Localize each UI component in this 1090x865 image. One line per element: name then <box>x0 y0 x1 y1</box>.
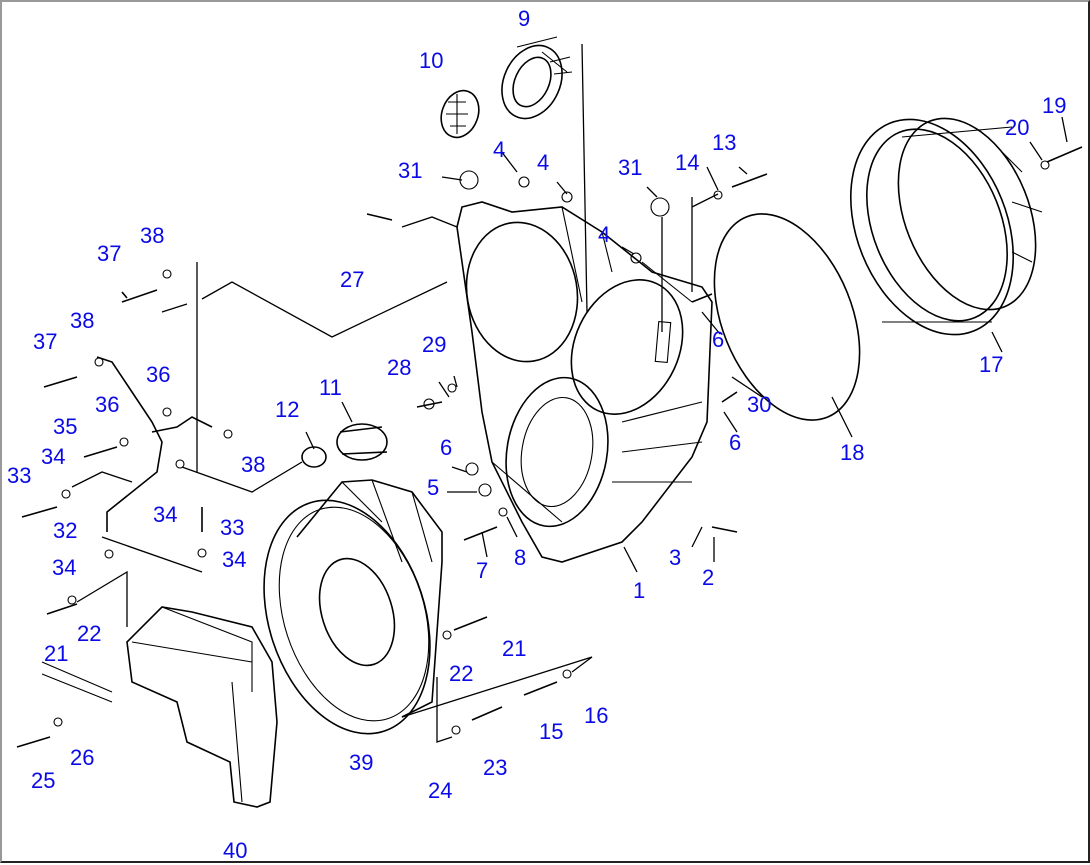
callout-10: 10 <box>419 48 444 73</box>
callout-6: 6 <box>712 327 725 352</box>
bearing-part-9 <box>501 36 573 120</box>
callout-22: 22 <box>449 661 474 686</box>
callout-38: 38 <box>241 452 266 477</box>
callout-7: 7 <box>476 558 489 583</box>
callout-29: 29 <box>422 332 447 357</box>
callout-20: 20 <box>1005 115 1030 140</box>
callout-22: 22 <box>77 621 102 646</box>
callout-4: 4 <box>493 137 506 162</box>
callout-36: 36 <box>146 362 171 387</box>
callout-1: 1 <box>633 578 646 603</box>
callout-21: 21 <box>44 641 69 666</box>
callout-34: 34 <box>52 555 77 580</box>
callout-14: 14 <box>675 150 700 175</box>
oil-pipe-part-36 <box>151 416 213 433</box>
callout-2: 2 <box>702 565 715 590</box>
callout-23: 23 <box>483 755 508 780</box>
flywheel-housing-part-39 <box>263 479 443 735</box>
callout-17: 17 <box>979 352 1004 377</box>
callout-18: 18 <box>840 440 865 465</box>
callout-28: 28 <box>387 355 412 380</box>
callout-13: 13 <box>712 130 737 155</box>
callout-6: 6 <box>440 435 453 460</box>
callout-6: 6 <box>729 430 742 455</box>
gasket-part-18 <box>713 213 861 421</box>
callout-31: 31 <box>618 155 643 180</box>
callout-33: 33 <box>220 515 245 540</box>
callout-34: 34 <box>222 547 247 572</box>
transmission-case-part-1 <box>456 201 713 563</box>
callout-3: 3 <box>669 545 682 570</box>
disc-part-12 <box>301 446 327 468</box>
callout-38: 38 <box>70 308 95 333</box>
housing-ring-part-17 <box>849 117 1043 336</box>
callout-35: 35 <box>53 414 78 439</box>
callout-11: 11 <box>319 375 342 400</box>
callout-19: 19 <box>1042 93 1067 118</box>
fasteners <box>16 146 1083 748</box>
callout-38: 38 <box>140 223 165 248</box>
callout-34: 34 <box>153 502 178 527</box>
callout-33: 33 <box>7 463 32 488</box>
callout-39: 39 <box>349 750 374 775</box>
callout-9: 9 <box>518 6 531 31</box>
callout-27: 27 <box>340 267 365 292</box>
leader-lines <box>71 43 1068 743</box>
callout-31: 31 <box>398 158 423 183</box>
callout-4: 4 <box>598 222 611 247</box>
callout-16: 16 <box>584 703 609 728</box>
callout-26: 26 <box>70 745 95 770</box>
callout-30: 30 <box>747 392 772 417</box>
callout-37: 37 <box>97 241 122 266</box>
callout-21: 21 <box>502 636 527 661</box>
gear-part-10 <box>440 89 480 139</box>
callout-8: 8 <box>514 545 527 570</box>
callout-40: 40 <box>223 838 248 863</box>
callout-4: 4 <box>537 150 550 175</box>
callout-5: 5 <box>427 475 440 500</box>
callout-15: 15 <box>539 719 564 744</box>
callout-34: 34 <box>41 444 66 469</box>
cover-part-40 <box>41 606 278 808</box>
callout-37: 37 <box>33 329 58 354</box>
callout-24: 24 <box>428 778 453 803</box>
callout-36: 36 <box>95 392 120 417</box>
callout-32: 32 <box>53 518 78 543</box>
callout-12: 12 <box>275 397 300 422</box>
callout-25: 25 <box>31 768 56 793</box>
filter-part-11 <box>336 423 388 461</box>
oil-pipe-part-32 <box>96 356 163 532</box>
